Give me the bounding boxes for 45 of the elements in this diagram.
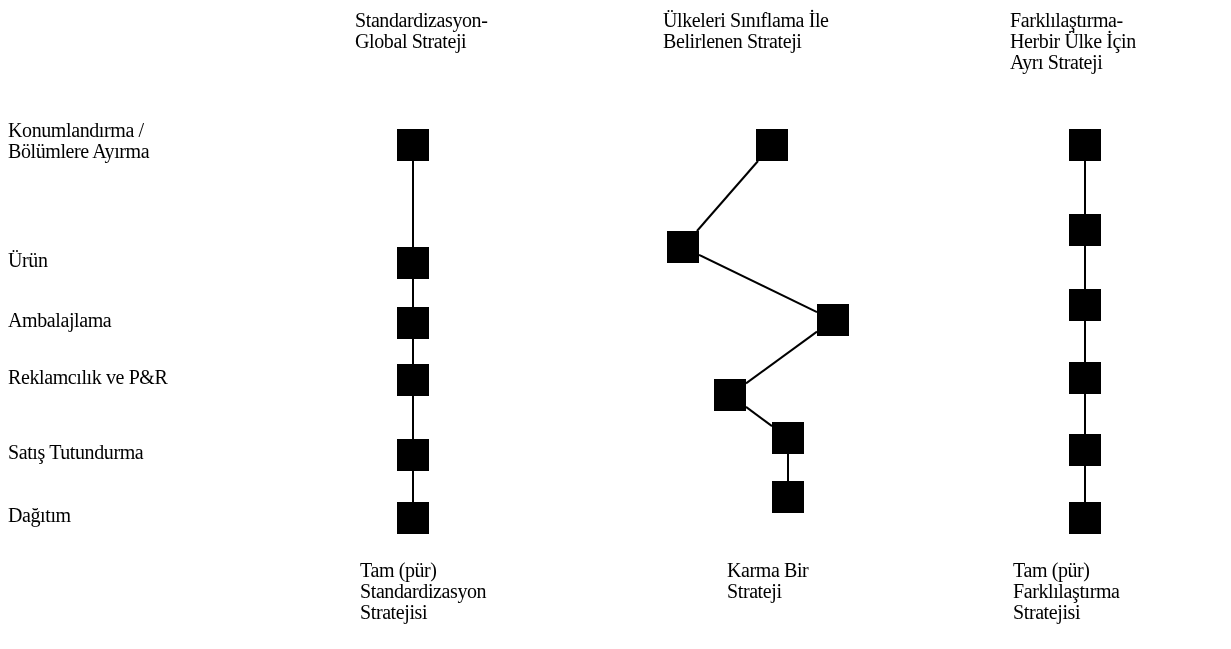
square-marker: [772, 422, 804, 454]
connector-line: [1084, 465, 1086, 503]
column-heading: Ülkeleri Sınıflama İle Belirlenen Strateji: [663, 10, 830, 52]
connector-line: [1084, 245, 1086, 290]
row-label: Ürün: [8, 250, 48, 271]
connector-line: [698, 253, 818, 314]
connector-line: [412, 338, 414, 365]
strategy-caption: Tam (pür) Farklılaştırma Stratejisi: [1013, 560, 1121, 623]
row-label: Satış Tutundurma: [8, 442, 144, 463]
square-marker: [397, 129, 429, 161]
connector-line: [412, 278, 414, 308]
strategy-caption: Tam (pür) Standardizasyon Stratejisi: [360, 560, 488, 623]
square-marker: [397, 247, 429, 279]
connector-line: [1084, 393, 1086, 435]
square-marker: [756, 129, 788, 161]
square-marker: [397, 439, 429, 471]
row-label: Konumlandırma / Bölümlere Ayırma: [8, 120, 151, 162]
square-marker: [1069, 502, 1101, 534]
square-marker: [714, 379, 746, 411]
connector-line: [412, 470, 414, 503]
column-heading: Farklılaştırma- Herbir Ülke İçin Ayrı Strateji: [1010, 10, 1137, 73]
square-marker: [1069, 289, 1101, 321]
square-marker: [397, 502, 429, 534]
square-marker: [1069, 434, 1101, 466]
connector-line: [745, 330, 818, 385]
connector-line: [745, 405, 773, 428]
connector-line: [412, 395, 414, 440]
square-marker: [1069, 129, 1101, 161]
square-marker: [397, 364, 429, 396]
row-label: Reklamcılık ve P&R: [8, 367, 168, 388]
row-label: Ambalajlama: [8, 310, 112, 331]
square-marker: [1069, 214, 1101, 246]
column-heading: Standardizasyon- Global Strateji: [355, 10, 489, 52]
square-marker: [397, 307, 429, 339]
row-label: Dağıtım: [8, 505, 71, 526]
square-marker: [667, 231, 699, 263]
connector-line: [1084, 160, 1086, 215]
connector-line: [787, 453, 789, 482]
square-marker: [772, 481, 804, 513]
connector-line: [695, 160, 760, 232]
connector-line: [1084, 320, 1086, 363]
connector-line: [412, 160, 414, 248]
strategy-caption: Karma Bir Strateji: [727, 560, 810, 602]
square-marker: [1069, 362, 1101, 394]
square-marker: [817, 304, 849, 336]
